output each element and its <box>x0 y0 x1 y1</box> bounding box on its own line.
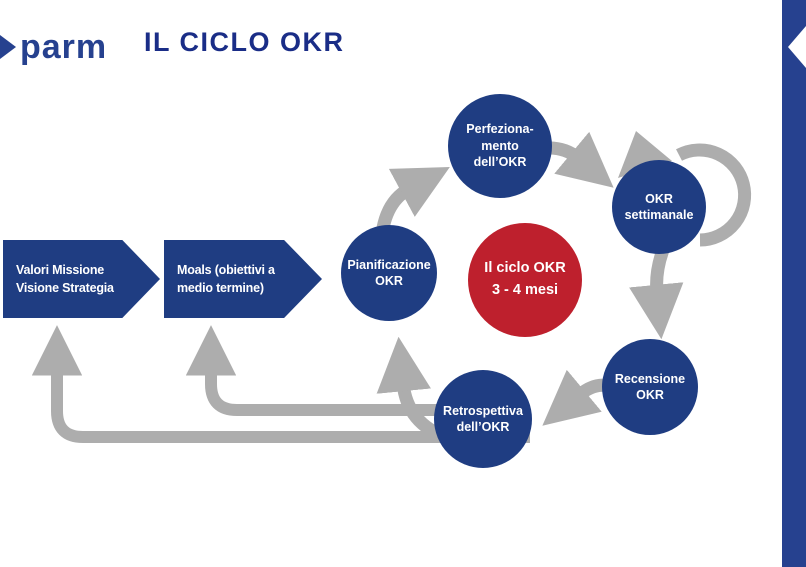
logo-play-icon <box>0 35 16 59</box>
node-line: Pianificazione <box>347 257 431 272</box>
node-line: settimanale <box>624 208 694 222</box>
banner-valori-missione: Valori Missione Visione Strategia <box>3 240 160 318</box>
node-ciclo-okr-center: Il ciclo OKR 3 - 4 mesi <box>468 223 582 337</box>
banner-line: medio termine) <box>177 281 264 295</box>
arrow-perfezionamento-to-okr-settimanale <box>548 131 614 188</box>
node-pianificazione-okr: Pianificazione OKR <box>341 225 437 321</box>
node-line: 3 - 4 mesi <box>491 282 559 298</box>
banner-line: Visione Strategia <box>16 281 114 295</box>
banner-line: Moals (obiettivi a <box>177 262 275 277</box>
node-line: OKR <box>645 191 673 206</box>
node-line: dell’OKR <box>473 155 527 170</box>
node-line: Il ciclo OKR <box>484 260 566 277</box>
node-line: Recensione <box>614 371 686 386</box>
right-edge-bar <box>782 0 806 567</box>
page-title: IL CICLO OKR <box>144 27 345 57</box>
banner-line: Valori Missione <box>16 262 105 277</box>
node-perfezionamento-okr: Perfeziona- mento dell’OKR <box>448 94 552 198</box>
node-line: Retrospettiva <box>443 403 523 418</box>
arrow-okr-settimanale-self-loop <box>676 143 752 247</box>
parm-logo: parm <box>0 27 107 67</box>
node-retrospettiva-okr: Retrospettiva dell’OKR <box>434 370 532 468</box>
arrow-feedback-to-valori <box>31 325 530 443</box>
logo-text: parm <box>20 28 108 66</box>
edge-bar-chevron-icon <box>788 26 806 68</box>
node-okr-settimanale: OKR settimanale <box>612 160 706 254</box>
node-line: Perfeziona- <box>466 122 534 137</box>
node-line: dell’OKR <box>456 420 510 434</box>
node-line: OKR <box>375 274 403 288</box>
banner-moals: Moals (obiettivi a medio termine) <box>164 240 322 318</box>
node-line: OKR <box>636 388 664 402</box>
arrow-feedback-to-moals <box>185 325 470 416</box>
node-recensione-okr: Recensione OKR <box>602 339 698 435</box>
node-line: mento <box>481 138 519 153</box>
arrow-okr-settimanale-to-recensione <box>629 247 684 340</box>
arrow-self-loop-head <box>618 131 672 178</box>
